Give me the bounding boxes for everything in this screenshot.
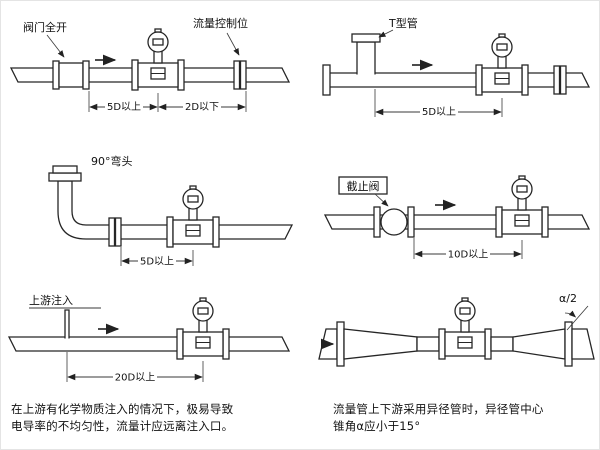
label-box <box>338 176 388 195</box>
label-half-angle: α/2 <box>559 292 577 305</box>
panel-t-pipe: T型管 5D以上 <box>322 16 591 118</box>
label-flow-control-position: 流量控制位 <box>193 16 248 30</box>
flange-pair <box>553 65 567 95</box>
caption-reducer: 流量管上下游采用异径管时，异径管中心 锥角α应小于15° <box>333 401 595 436</box>
reducer-cone-outlet <box>512 328 566 360</box>
dim-label-bg <box>446 247 490 261</box>
reducer-cone-inlet <box>343 328 418 360</box>
dim-label-bg <box>105 100 143 113</box>
flowmeter <box>438 297 492 360</box>
t-branch-flange <box>351 33 381 43</box>
stop-valve <box>373 206 415 238</box>
dim-label-20d: 20D以上 <box>115 372 155 384</box>
caption-line: 在上游有化学物质注入的情况下，极易导致 <box>11 402 234 416</box>
label-elbow: 90°弯头 <box>91 154 133 168</box>
leader-arrow <box>378 29 394 38</box>
panel-reducer: α/2 <box>318 292 595 367</box>
dim-label-10d: 10D以上 <box>448 249 488 261</box>
caption-line: 流量管上下游采用异径管时，异径管中心 <box>333 402 544 416</box>
gate-valve <box>52 60 90 90</box>
leader-arrow <box>226 32 240 56</box>
pipe <box>416 336 440 352</box>
cone-angle-line <box>566 305 589 331</box>
dim-label-2d: 2D以下 <box>185 102 219 113</box>
label-upstream-injection: 上游注入 <box>29 293 73 307</box>
label-t-pipe: T型管 <box>388 16 418 30</box>
pipe <box>490 336 514 352</box>
flowmeter <box>176 297 230 360</box>
angle-arc <box>564 310 577 318</box>
injection-tube <box>64 309 70 339</box>
flowmeter <box>131 28 185 91</box>
elbow-flange-top <box>52 165 78 174</box>
elbow-flange <box>48 172 82 182</box>
dim-label-bg <box>113 370 157 384</box>
panel-stop-valve: 截止阀 10D以上 <box>323 175 591 261</box>
leader-arrow <box>46 34 65 58</box>
caption-line: 锥角α应小于15° <box>333 419 421 434</box>
pipe <box>571 328 595 360</box>
dim-label-bg <box>420 105 458 118</box>
pipe <box>324 72 591 88</box>
label-stop-valve: 截止阀 <box>347 179 380 193</box>
end-flange <box>322 64 331 96</box>
leader-arrow <box>374 193 389 207</box>
caption-line: 电导率的不均匀性，流量计应远离注入口。 <box>11 419 234 434</box>
dim-label-5d: 5D以上 <box>422 106 456 118</box>
flowmeter <box>495 175 549 238</box>
flowmeter <box>166 185 220 248</box>
flange-pair <box>108 217 122 247</box>
t-branch <box>356 41 376 75</box>
dim-label-bg <box>183 100 221 113</box>
control-valve-flanges <box>233 60 247 90</box>
flange-plate <box>336 321 345 367</box>
panel-valve-full-open: 阀门全开 流量控制位 5D以上 2D以下 <box>9 16 291 113</box>
pipe <box>323 214 591 230</box>
dim-label-5d: 5D以上 <box>107 101 141 113</box>
dim-label-5d: 5D以上 <box>140 256 174 268</box>
panel-upstream-injection: 上游注入 20D以上 <box>7 293 291 384</box>
flowmeter <box>475 33 529 96</box>
caption-upstream-injection: 在上游有化学物质注入的情况下，极易导致 电导率的不均匀性，流量计应远离注入口。 <box>11 401 305 436</box>
panel-elbow-90: 90°弯头 5D以上 <box>48 154 294 268</box>
label-valve-full-open: 阀门全开 <box>23 20 67 34</box>
dim-label-bg <box>138 254 176 268</box>
pipe <box>7 336 291 352</box>
